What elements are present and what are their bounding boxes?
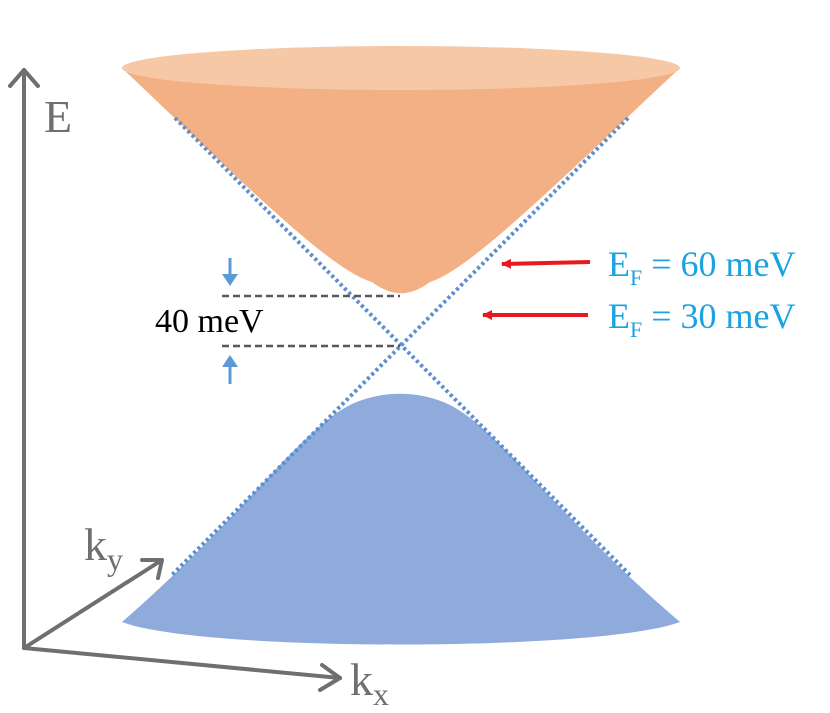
gap-down-arrow-icon	[222, 258, 238, 286]
conduction-band	[122, 46, 680, 294]
kx-axis	[22, 646, 342, 680]
fermi-level-30: EF = 30 meV	[482, 296, 796, 342]
fermi-label-30: EF = 30 meV	[608, 296, 796, 342]
kx-axis-label: kx	[350, 654, 389, 712]
valence-band-body	[122, 393, 680, 645]
valence-band	[122, 393, 680, 645]
axes	[8, 68, 342, 692]
ky-axis-arrowhead-icon	[140, 558, 164, 580]
gap-up-arrow-icon	[222, 355, 238, 384]
energy-axis-label: E	[44, 91, 72, 142]
fermi-label-60: EF = 60 meV	[608, 244, 796, 290]
ky-axis	[22, 558, 164, 650]
conduction-band-body	[122, 68, 680, 294]
ky-axis-label: ky	[84, 519, 123, 577]
band-gap-indicator: 40 meV	[155, 258, 400, 384]
conduction-band-top-rim	[122, 46, 680, 90]
gap-label: 40 meV	[155, 303, 264, 340]
fermi-level-60: EF = 60 meV	[501, 244, 796, 290]
kx-axis-arrowhead-icon	[318, 663, 342, 692]
fermi-arrow-60-icon	[501, 258, 591, 269]
energy-axis-arrowhead-icon	[8, 68, 40, 88]
